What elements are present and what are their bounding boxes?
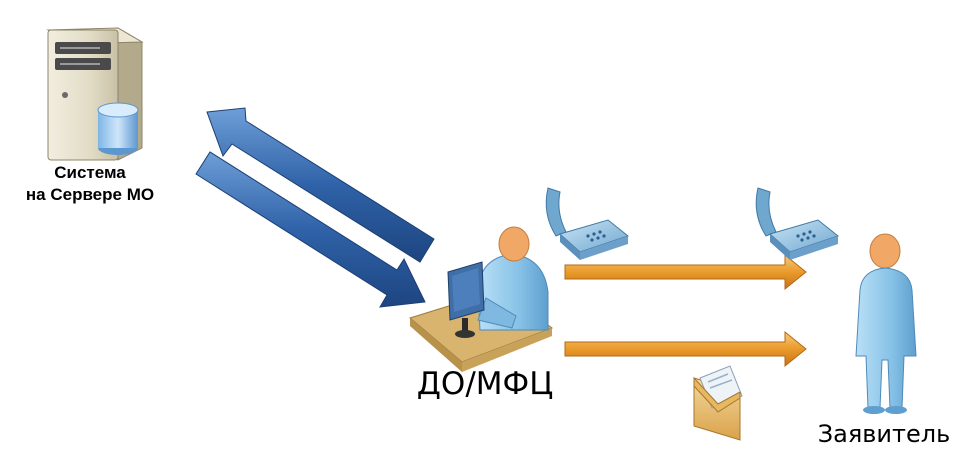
arrow-phone-to-applicant [564, 253, 807, 291]
database-icon [97, 102, 139, 155]
server-label-line1: Система [54, 163, 126, 182]
operator-at-desk-icon [408, 226, 554, 372]
telephone-icon [545, 187, 630, 260]
person-icon [855, 233, 917, 414]
arrow-office-to-server [206, 107, 435, 263]
server-database-icon [46, 27, 144, 161]
server-label-line2: на Сервере МО [25, 185, 155, 204]
office-label: ДО/МФЦ [416, 366, 554, 402]
telephone-icon [755, 187, 840, 260]
server-label: Система на Сервере МО [0, 162, 180, 206]
arrow-server-to-office [195, 151, 426, 308]
envelope-icon [693, 365, 743, 441]
arrow-mail-to-applicant [564, 330, 807, 368]
applicant-label: Заявитель [817, 420, 951, 448]
